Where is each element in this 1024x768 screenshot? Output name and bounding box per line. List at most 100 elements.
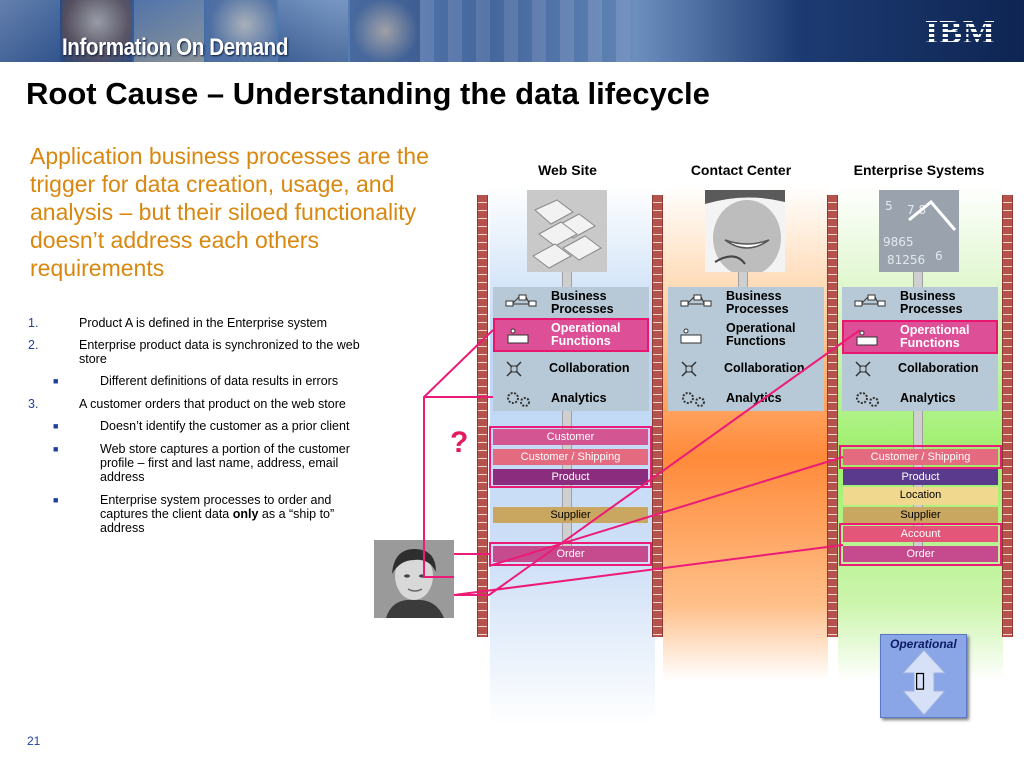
sub-list-text: Doesn’t identify the customer as a prior… <box>100 419 350 433</box>
row-label: Operational <box>551 321 621 335</box>
sub-list-text: Enterprise system processes to order and… <box>100 493 335 535</box>
analytics-row: Analytics <box>493 383 649 415</box>
data-bar-customer-shipping: Customer / Shipping <box>493 449 648 465</box>
flow-icon <box>854 294 886 307</box>
sub-list-text: Different definitions of data results in… <box>100 374 339 388</box>
data-bar-supplier: Supplier <box>493 507 648 523</box>
row-label: Processes <box>551 302 614 316</box>
analytics-row: Analytics <box>842 383 998 415</box>
collaboration-icon <box>506 361 522 377</box>
bullet-icon: ■ <box>53 421 59 431</box>
sub-list-item: ■ Different definitions of data results … <box>28 374 373 388</box>
list-text: Enterprise product data is synchronized … <box>79 338 360 366</box>
sub-list-item: ■ Doesn’t identify the customer as a pri… <box>28 419 373 433</box>
operational-badge-glyph: ▯ <box>914 667 927 692</box>
bullet-icon: ■ <box>53 376 59 386</box>
list-number: 2. <box>28 338 39 352</box>
list-text: Product A is defined in the Enterprise s… <box>79 316 328 330</box>
sub-list-item: ■ Web store captures a portion of the cu… <box>28 442 373 484</box>
header-banner: Information On Demand IBM <box>0 0 1024 62</box>
list-number: 1. <box>28 316 39 330</box>
gears-icon <box>507 392 530 407</box>
data-bar-customer: Customer <box>493 429 648 445</box>
brick-wall <box>1002 195 1013 637</box>
row-label: Collaboration <box>898 361 979 375</box>
steps-list: 1. Product A is defined in the Enterpris… <box>28 316 373 544</box>
collaboration-row: Collaboration <box>668 353 824 385</box>
banner-photo-6 <box>350 0 420 62</box>
analytics-row: Analytics <box>668 383 824 415</box>
banner-photo-3 <box>134 0 204 62</box>
svg-text:9865: 9865 <box>883 235 914 249</box>
row-label: Collaboration <box>549 361 630 375</box>
function-icon <box>680 328 702 344</box>
svg-text:5: 5 <box>885 199 893 213</box>
row-label: Business <box>726 289 782 303</box>
brick-wall <box>827 195 838 637</box>
function-icon <box>856 330 878 346</box>
sub-list-item: ■ Enterprise system processes to order a… <box>28 493 373 535</box>
row-label: Business <box>551 289 607 303</box>
row-label: Analytics <box>726 391 782 405</box>
sub-list-text: Web store captures a portion of the cust… <box>100 442 350 484</box>
column-title-contact-center: Contact Center <box>690 162 792 178</box>
data-bar-order: Order <box>843 546 998 562</box>
function-icon <box>507 328 529 344</box>
column-title-enterprise-systems: Enterprise Systems <box>853 162 985 178</box>
lead-text: Application business processes are the t… <box>30 143 429 281</box>
column-title-web-site: Web Site <box>538 162 597 178</box>
operational-badge: Operational ▯ <box>880 634 967 718</box>
keyboard-photo <box>527 190 607 272</box>
column-pole <box>913 270 923 560</box>
data-bar-customer-shipping: Customer / Shipping <box>843 449 998 465</box>
agent-photo <box>705 190 785 272</box>
up-down-arrow-icon <box>901 649 947 716</box>
bullet-icon: ■ <box>53 495 59 505</box>
brick-wall <box>652 195 663 637</box>
customer-photo <box>374 540 454 618</box>
page-number: 21 <box>27 734 41 748</box>
brand-name: Information On Demand <box>62 34 289 61</box>
svg-text:7 8: 7 8 <box>907 203 926 217</box>
bullet-icon: ■ <box>53 444 59 454</box>
list-item: 3. A customer orders that product on the… <box>28 397 373 411</box>
question-mark: ? <box>450 426 469 459</box>
flow-icon <box>505 294 537 307</box>
row-label: Operational <box>900 323 970 337</box>
row-label: Functions <box>551 334 611 348</box>
row-label: Analytics <box>551 391 607 405</box>
list-item: 1. Product A is defined in the Enterpris… <box>28 316 373 330</box>
slide-title: Root Cause – Understanding the data life… <box>26 76 710 111</box>
data-bar-product: Product <box>843 469 998 485</box>
collaboration-row: Collaboration <box>493 353 649 385</box>
row-label: Collaboration <box>724 361 805 375</box>
collaboration-icon <box>681 361 697 377</box>
row-label: Analytics <box>900 391 956 405</box>
gears-icon <box>856 392 879 407</box>
banner-photo-7 <box>420 0 630 62</box>
data-bar-location: Location <box>843 487 998 505</box>
list-number: 3. <box>28 397 39 411</box>
row-label: Processes <box>726 302 789 316</box>
data-bar-supplier: Supplier <box>843 507 998 523</box>
flow-icon <box>680 294 712 307</box>
row-label: Processes <box>900 302 963 316</box>
row-label: Functions <box>726 334 786 348</box>
row-label: Functions <box>900 336 960 350</box>
row-label: Operational <box>726 321 796 335</box>
ibm-logo: IBM <box>925 14 996 51</box>
collaboration-row: Collaboration <box>842 353 998 385</box>
data-bar-account: Account <box>843 526 998 542</box>
list-text: A customer orders that product on the we… <box>79 397 346 411</box>
brick-wall <box>477 195 488 637</box>
